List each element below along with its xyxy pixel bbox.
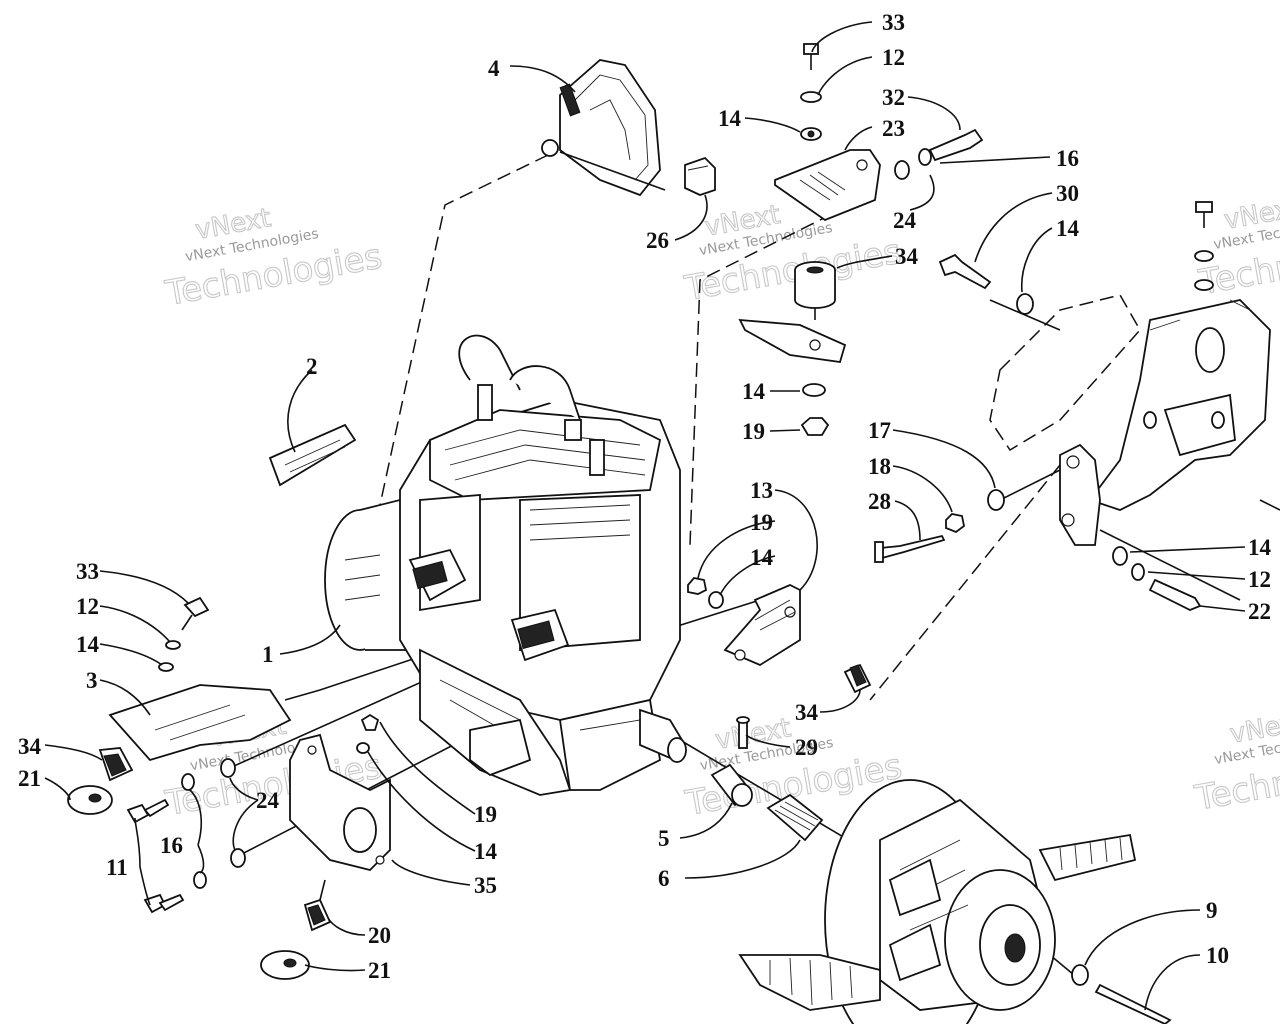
callout-label: 23 — [882, 116, 905, 141]
callout-label: 12 — [882, 45, 905, 70]
hardware-stack-top — [800, 43, 822, 141]
hardware-32-16-24 — [894, 128, 984, 180]
callout-label: 35 — [474, 873, 497, 898]
axis-line-plate — [284, 649, 441, 701]
callout-label: 1 — [262, 642, 274, 667]
axis-line-edge — [1259, 499, 1280, 511]
part-right-arm — [1059, 443, 1101, 546]
hardware-left-stack — [158, 596, 210, 672]
dashed-line-4-to-engine — [379, 154, 549, 506]
callout-label: 34 — [795, 700, 819, 725]
callout-label: 24 — [256, 788, 280, 813]
leader-lines — [44, 21, 1246, 1011]
callout-label: 14 — [1056, 216, 1080, 241]
callout-label: 32 — [882, 85, 905, 110]
callout-label: 17 — [868, 418, 891, 443]
callout-label: 6 — [658, 866, 670, 891]
hardware-30-14 — [938, 253, 1034, 315]
part-3-mount-plate — [108, 684, 292, 762]
part-23-bracket — [774, 149, 881, 222]
hardware-11-16-24-left — [126, 758, 246, 914]
callout-label: 2 — [306, 354, 318, 379]
callout-label: 24 — [893, 208, 917, 233]
callout-label: 22 — [1248, 599, 1271, 624]
callout-label: 14 — [76, 632, 100, 657]
callout-label: 14 — [750, 545, 774, 570]
callout-label: 11 — [106, 855, 128, 880]
callout-label: 33 — [76, 559, 99, 584]
callout-label: 21 — [18, 766, 41, 791]
callout-label: 10 — [1206, 943, 1229, 968]
part-right-bracket-plate — [989, 294, 1271, 511]
callout-label: 19 — [750, 510, 773, 535]
callout-label: 14 — [742, 379, 766, 404]
hardware-right-stack — [1194, 201, 1214, 291]
part-21-base-lower — [260, 950, 310, 980]
callout-label: 29 — [795, 735, 818, 760]
part-29-bolt — [736, 716, 750, 749]
dashed-line-bracket-to-34 — [869, 464, 1061, 701]
part-5-spacer — [710, 763, 753, 807]
mount-plate-top — [738, 318, 847, 363]
callout-label: 14 — [1248, 535, 1272, 560]
part-13-bracket — [723, 584, 801, 667]
part-20-mount — [303, 879, 332, 932]
callout-label: 16 — [160, 833, 183, 858]
part-6-sleeve — [766, 793, 824, 842]
part-34-rubber-mount-left — [98, 747, 134, 782]
callout-label: 3 — [86, 668, 98, 693]
hardware-14-19-top — [800, 383, 830, 436]
callout-label: 4 — [488, 56, 500, 81]
callout-label: 19 — [474, 802, 497, 827]
part-35-bracket — [289, 733, 391, 871]
callout-label: 34 — [18, 734, 42, 759]
part-2-decal — [268, 423, 357, 487]
callout-label: 21 — [368, 958, 391, 983]
hardware-17-18-28 — [874, 489, 1005, 563]
callout-label: 20 — [368, 923, 391, 948]
callout-label: 12 — [1248, 567, 1271, 592]
part-34-rubber-mount-mid — [843, 663, 872, 694]
callout-label: 14 — [718, 106, 742, 131]
axis-line-30 — [989, 299, 1061, 331]
callout-label: 19 — [742, 419, 765, 444]
callout-label: 34 — [895, 244, 919, 269]
callout-label: 9 — [1206, 898, 1218, 923]
hardware-19-14-mid — [687, 577, 724, 609]
part-21-base-left — [67, 785, 113, 815]
callout-labels: 4 33 12 32 14 23 16 30 14 24 26 34 2 14 … — [18, 10, 1272, 983]
dashed-line-23-to-engine — [689, 194, 871, 546]
part-34-rubber-mount-top — [794, 261, 836, 320]
part-drive-belt — [738, 833, 1137, 1011]
callout-label: 33 — [882, 10, 905, 35]
callout-label: 16 — [1056, 146, 1079, 171]
callout-label: 18 — [868, 454, 891, 479]
part-26-clip — [684, 156, 716, 196]
part-4-bracket — [541, 59, 666, 197]
hardware-19-14-left — [356, 713, 380, 754]
callout-label: 13 — [750, 478, 773, 503]
part-1-engine — [324, 334, 687, 796]
callout-label: 14 — [474, 839, 498, 864]
part-drive-clutch — [824, 779, 1056, 1024]
callout-label: 12 — [76, 594, 99, 619]
callout-label: 5 — [658, 826, 670, 851]
axis-line-17 — [999, 469, 1061, 501]
hardware-9-10 — [1071, 964, 1172, 1024]
callout-label: 30 — [1056, 181, 1079, 206]
axis-line-22 — [1099, 529, 1241, 601]
hardware-14-12-22 — [1112, 546, 1202, 611]
callout-label: 26 — [646, 228, 669, 253]
callout-label: 28 — [868, 489, 891, 514]
